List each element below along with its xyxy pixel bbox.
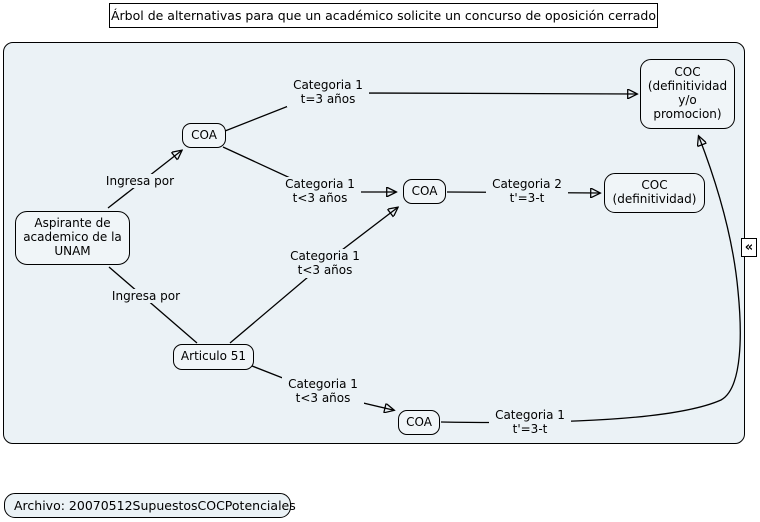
node-aspirante-unam: Aspirante de academico de la UNAM bbox=[15, 211, 130, 265]
edge-label-categoria1-t3: Categoria 1 t=3 años bbox=[287, 78, 369, 107]
node-coc-definitividad: COC (definitividad) bbox=[604, 173, 705, 213]
edge-label-categoria1-lt3-lower: Categoria 1 t<3 años bbox=[282, 377, 364, 406]
edge-label-categoria2: Categoria 2 t'=3-t bbox=[486, 177, 568, 206]
edge-aspirante-articulo51 bbox=[108, 266, 198, 344]
edge-label-categoria1-lt3-upper: Categoria 1 t<3 años bbox=[279, 177, 361, 206]
file-name-box: Archivo: 20070512SupuestosCOCPotenciales bbox=[4, 493, 296, 518]
node-coa-middle: COA bbox=[403, 179, 446, 204]
file-name-label: Archivo: 20070512SupuestosCOCPotenciales bbox=[14, 498, 296, 513]
edge-label-categoria1-lt3-middle: Categoria 1 t<3 años bbox=[284, 249, 366, 278]
edge-label-ingresa-por-top: Ingresa por bbox=[98, 174, 182, 189]
node-coa-top: COA bbox=[182, 123, 226, 148]
diagram-canvas: Ingresa por Categoria 1 t=3 años Categor… bbox=[3, 42, 745, 444]
diagram-title: Árbol de alternativas para que un académ… bbox=[109, 3, 658, 28]
collapse-button[interactable]: « bbox=[741, 238, 757, 257]
edge-coa-bottom-coc-top bbox=[440, 137, 741, 424]
edge-label-ingresa-por-bottom: Ingresa por bbox=[104, 289, 188, 304]
edge-label-categoria1-t3mt: Categoria 1 t'=3-t bbox=[489, 408, 571, 437]
node-coa-bottom: COA bbox=[398, 410, 440, 435]
collapse-icon: « bbox=[744, 240, 754, 255]
node-coc-definitividad-promocion: COC (definitividad y/o promocion) bbox=[640, 59, 735, 129]
node-articulo-51: Articulo 51 bbox=[173, 344, 254, 370]
